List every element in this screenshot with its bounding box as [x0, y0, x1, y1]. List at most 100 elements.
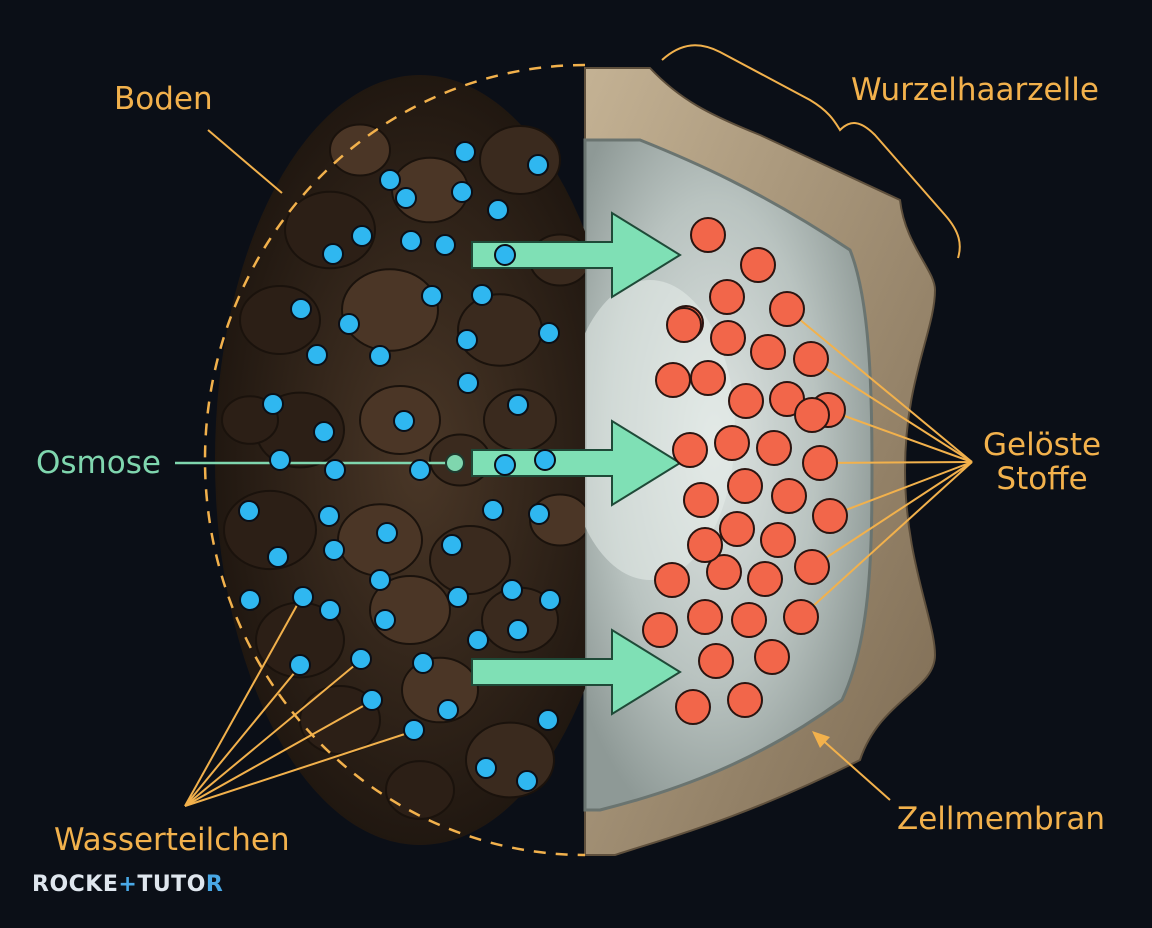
water-particle: [369, 569, 391, 591]
label-geloeste-line1: Gelöste: [983, 427, 1102, 463]
solute-particle: [783, 599, 819, 635]
water-particle: [537, 709, 559, 731]
water-particle: [412, 652, 434, 674]
water-particle: [409, 459, 431, 481]
solute-particle: [754, 639, 790, 675]
water-particle: [393, 410, 415, 432]
soil-clump: [329, 123, 391, 177]
water-particle: [434, 234, 456, 256]
water-particle: [369, 345, 391, 367]
label-boden: Boden: [114, 81, 213, 117]
water-particle: [441, 534, 463, 556]
water-particle: [400, 230, 422, 252]
water-particle: [494, 454, 516, 476]
solute-leader-line: [810, 358, 973, 463]
water-particle: [539, 589, 561, 611]
water-particle: [421, 285, 443, 307]
water-particle: [338, 313, 360, 335]
water-particle: [319, 599, 341, 621]
solute-particle: [769, 291, 805, 327]
solute-particle: [666, 307, 702, 343]
solute-particle: [683, 482, 719, 518]
water-particle: [538, 322, 560, 344]
solute-particle: [654, 562, 690, 598]
water-particle: [447, 586, 469, 608]
leader-lines: [184, 44, 973, 807]
logo-plus: +: [118, 872, 138, 897]
water-leader-line: [184, 659, 362, 807]
solute-leader-line: [827, 409, 973, 463]
solute-particle: [719, 511, 755, 547]
water-particle: [374, 609, 396, 631]
solute-particle: [794, 397, 830, 433]
water-particle: [269, 449, 291, 471]
label-zellmembran: Zellmembran: [897, 801, 1106, 837]
solute-particle: [642, 612, 678, 648]
logo-part3: R: [205, 872, 224, 897]
water-particle: [239, 589, 261, 611]
water-particle: [507, 619, 529, 641]
water-particle: [376, 522, 398, 544]
water-particle: [437, 699, 459, 721]
wasserteilchen-leaders: [184, 597, 415, 807]
water-particle: [289, 654, 311, 676]
label-osmose: Osmose: [36, 445, 161, 481]
solute-particle: [690, 217, 726, 253]
solute-particle: [747, 561, 783, 597]
water-particle: [403, 719, 425, 741]
water-particle: [456, 329, 478, 351]
soil-clump: [479, 125, 561, 195]
water-particle: [361, 689, 383, 711]
wurzelhaarzelle-bracket: [661, 44, 961, 259]
solute-leader-line: [800, 461, 973, 618]
solute-particle: [731, 602, 767, 638]
water-particle: [290, 298, 312, 320]
water-particle: [318, 505, 340, 527]
boden-leader: [207, 129, 283, 194]
water-particle: [306, 344, 328, 366]
solute-particle: [655, 362, 691, 398]
solute-particle: [672, 432, 708, 468]
water-particle: [292, 586, 314, 608]
solute-particle: [706, 554, 742, 590]
geloeste-stoffe-leaders: [786, 308, 973, 618]
solute-leader-line: [829, 461, 973, 517]
water-particle: [501, 579, 523, 601]
water-particle: [457, 372, 479, 394]
solute-particles: [642, 217, 848, 725]
water-particle: [534, 449, 556, 471]
solute-particle: [812, 498, 848, 534]
brand-logo: ROCKE+TUTOR: [32, 872, 223, 897]
water-particle: [528, 503, 550, 525]
water-particle: [507, 394, 529, 416]
solute-particle: [687, 599, 723, 635]
water-particle: [324, 459, 346, 481]
osmosis-arrow: [471, 211, 682, 299]
water-leader-line: [184, 665, 301, 807]
water-particle: [471, 284, 493, 306]
solute-particle: [802, 445, 838, 481]
solute-particle: [709, 279, 745, 315]
solute-particle: [750, 334, 786, 370]
water-particle: [238, 500, 260, 522]
solute-particle: [687, 527, 723, 563]
water-particle: [267, 546, 289, 568]
logo-part1: ROCKE: [32, 872, 119, 897]
label-geloeste-stoffe: Gelöste Stoffe: [983, 428, 1101, 496]
zellmembran-leader: [817, 735, 891, 801]
water-particle: [454, 141, 476, 163]
water-particle: [322, 243, 344, 265]
solute-particle: [690, 360, 726, 396]
water-particle: [395, 187, 417, 209]
zellmembran-arrowhead: [812, 731, 830, 748]
solute-particle: [793, 341, 829, 377]
water-particle: [451, 181, 473, 203]
water-leader-line: [184, 700, 373, 807]
water-particle: [516, 770, 538, 792]
solute-particle: [794, 549, 830, 585]
soil-clump: [341, 268, 439, 352]
water-particle: [323, 539, 345, 561]
water-particle: [527, 154, 549, 176]
solute-particle: [675, 689, 711, 725]
